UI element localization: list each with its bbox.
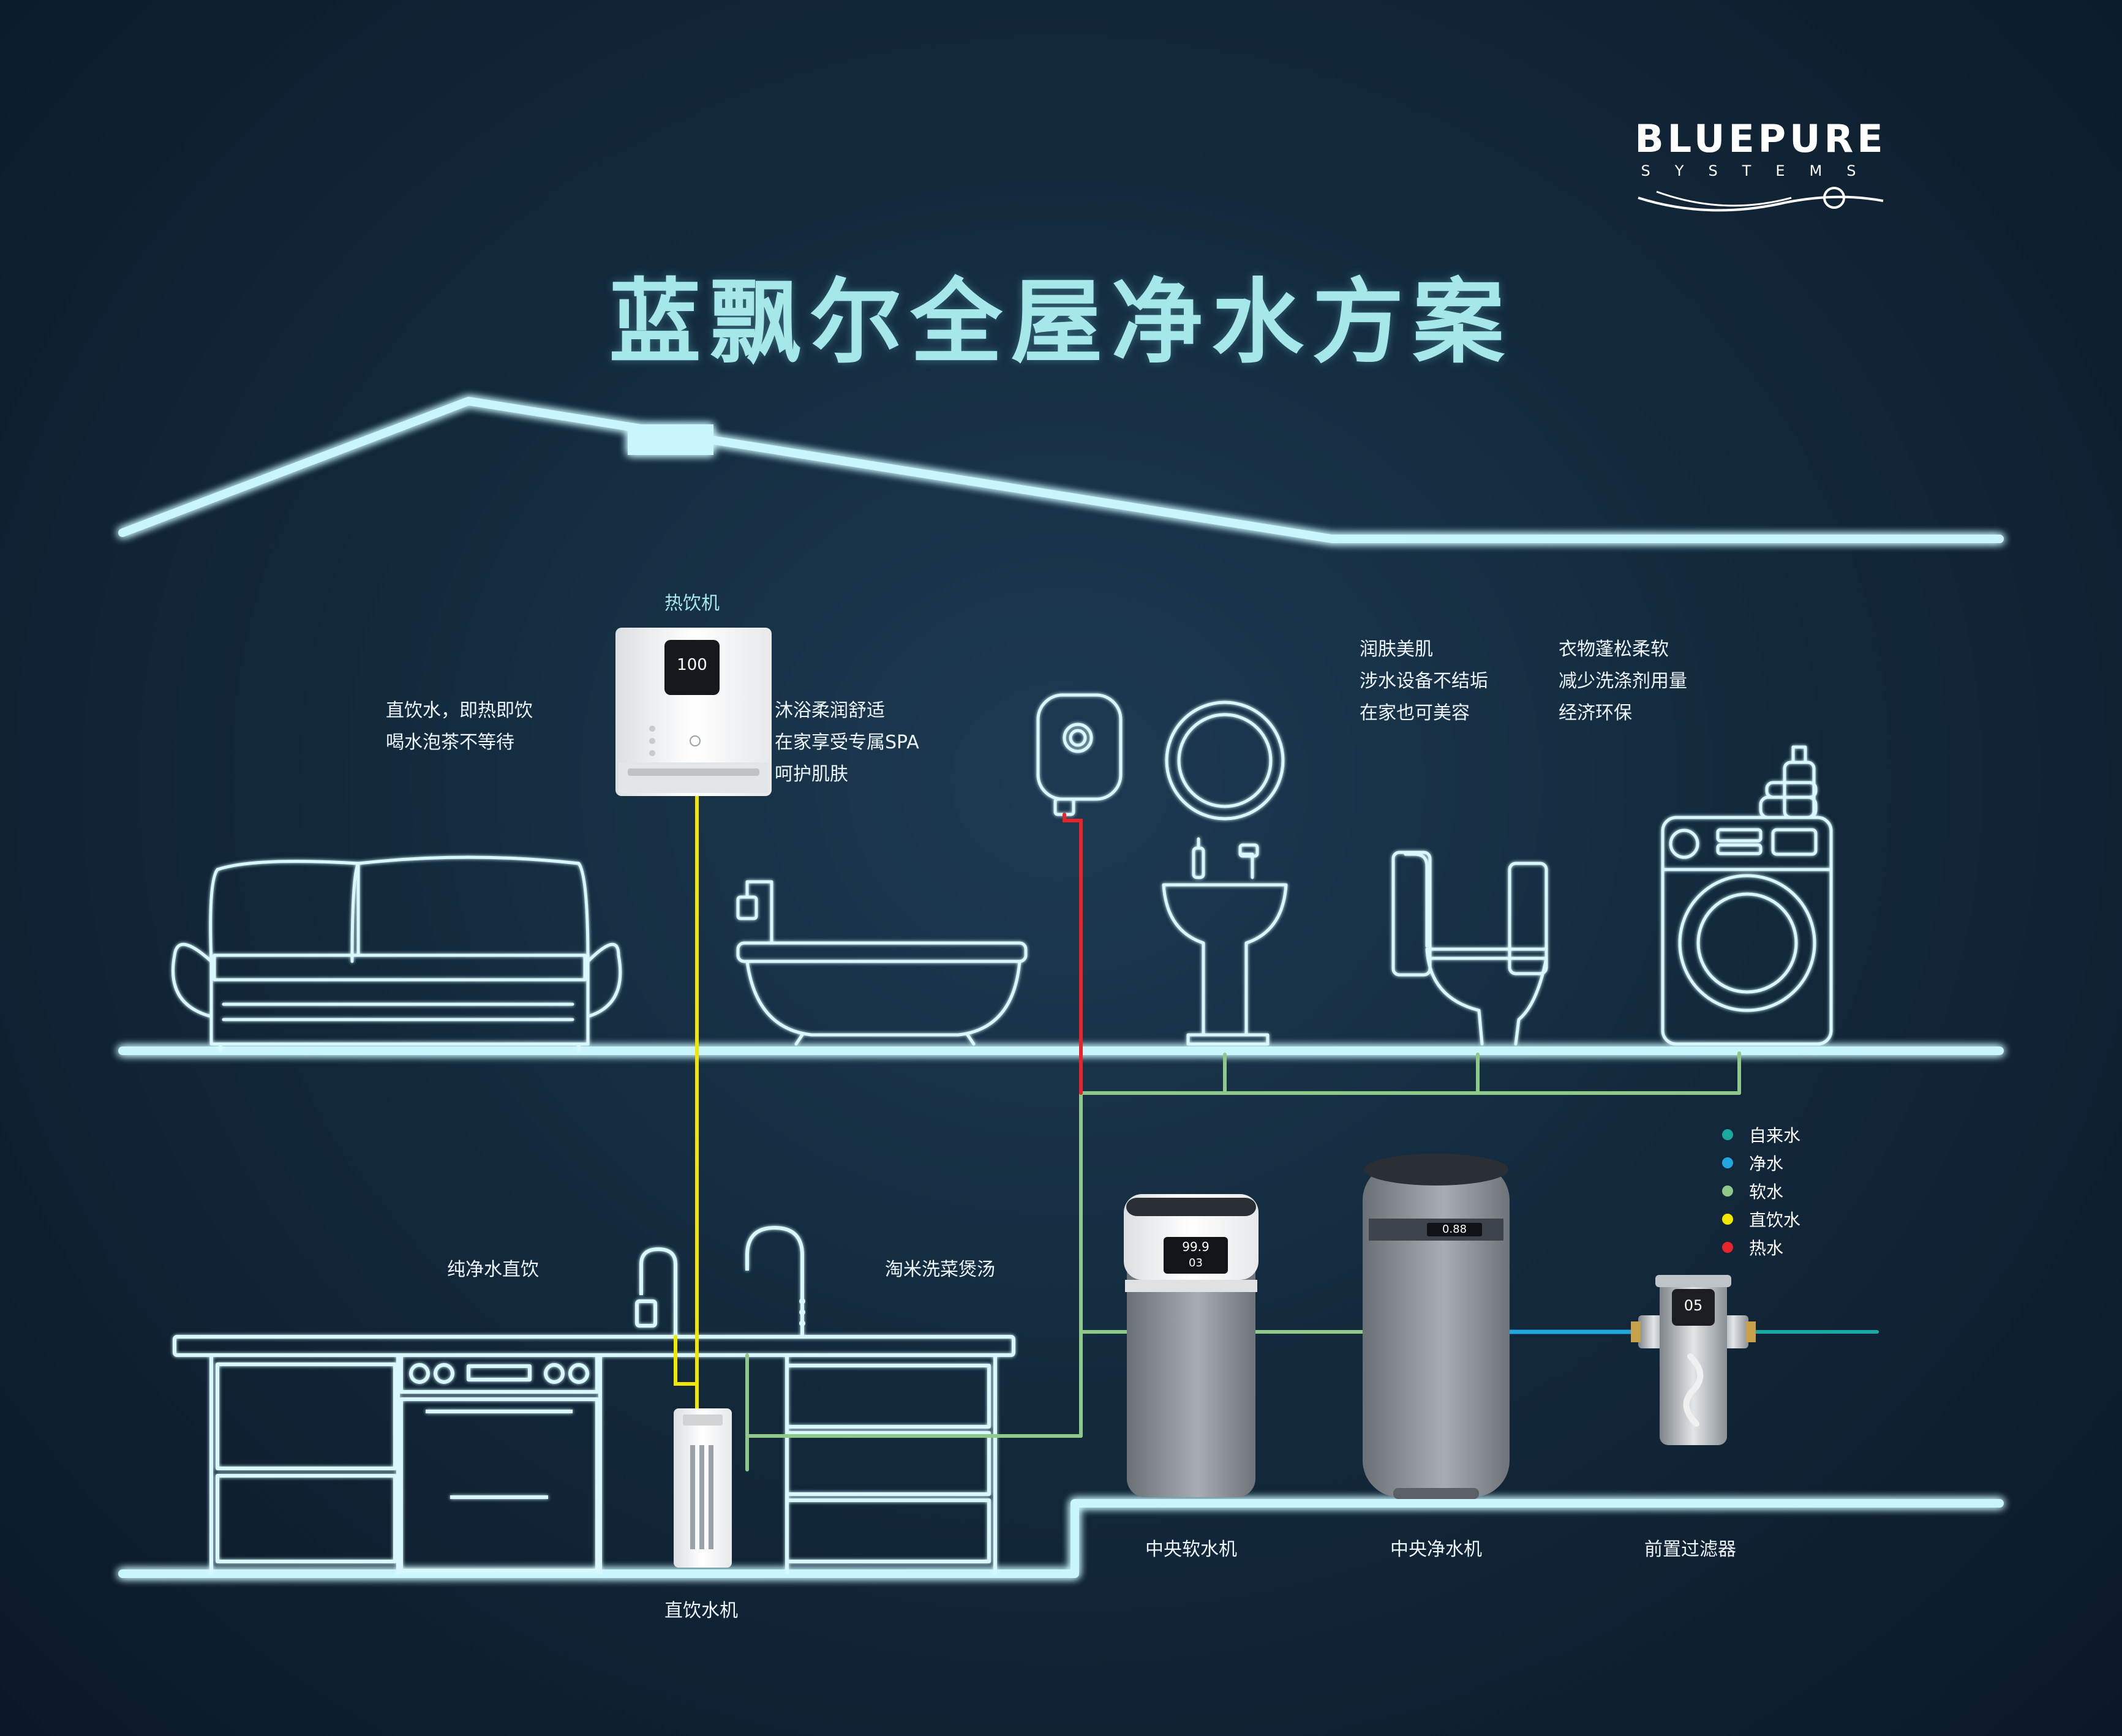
toilet-icon: [1391, 851, 1548, 1046]
legend-label: 软水: [1748, 1182, 1783, 1202]
feature-bath: 沐浴柔润舒适 在家享受专属SPA 呵护肌肤: [775, 695, 958, 791]
page-title: 蓝飘尔全屋净水方案: [609, 269, 1513, 376]
label-direct-drink-machine: 直饮水机: [664, 1600, 738, 1621]
feature-laundry: 衣物蓬松柔软 减少洗涤剂用量 经济环保: [1559, 634, 1742, 729]
legend-item-soft-water: 软水: [1721, 1177, 1800, 1205]
legend-item-pure-water: 净水: [1721, 1149, 1800, 1177]
kitchen-cabinet-icon: [173, 1226, 1015, 1574]
bathtub-icon: [736, 880, 1028, 1046]
central-purifier-product: [1363, 1154, 1510, 1499]
bluepure-logo: BLUEPURE SYSTEMS: [1632, 116, 1889, 225]
legend-dot: [1721, 1157, 1733, 1168]
logo-sub-text: SYSTEMS: [1641, 162, 1881, 179]
legend-item-direct-water: 直饮水: [1721, 1205, 1800, 1233]
direct-water-pipe: [674, 794, 699, 1416]
feature-toilet-line-1: 润肤美肌: [1360, 639, 1433, 660]
faucet-left-icon: [745, 1226, 804, 1337]
hot-drink-display: 100: [677, 656, 707, 674]
washbasin-icon: [1162, 701, 1288, 1046]
legend-dot: [1721, 1186, 1733, 1197]
feature-toilet: 润肤美肌 涉水设备不结垢 在家也可美容: [1360, 634, 1543, 729]
feature-bath-line-2: 在家享受专属SPA: [775, 732, 919, 753]
central-softener-product: [1124, 1194, 1259, 1497]
feature-toilet-line-2: 涉水设备不结垢: [1360, 671, 1488, 692]
legend-label: 热水: [1748, 1238, 1783, 1258]
feature-kitchen-right: 淘米洗菜煲汤: [885, 1259, 995, 1280]
feature-bath-line-3: 呵护肌肤: [775, 764, 848, 785]
washing-machine-icon: [1661, 745, 1833, 1046]
sofa-icon: [171, 855, 622, 1052]
logo-brand-text: BLUEPURE: [1635, 116, 1887, 161]
feature-laundry-line-3: 经济环保: [1559, 702, 1632, 724]
legend-dot: [1721, 1129, 1733, 1140]
legend-item-hot-water: 热水: [1721, 1233, 1800, 1261]
label-hot-drink-machine: 热饮机: [664, 593, 720, 614]
logo-wave-icon: [1638, 187, 1884, 212]
softener-display-primary: 99.9: [1182, 1239, 1210, 1254]
feature-hot-drink-line-1: 直饮水，即热即饮: [386, 700, 533, 721]
legend-label: 自来水: [1748, 1125, 1800, 1146]
direct-drinking-machine-product: [674, 1408, 732, 1568]
prefilter-display: 05: [1684, 1297, 1703, 1314]
legend-dot: [1721, 1214, 1733, 1225]
feature-toilet-line-3: 在家也可美容: [1360, 702, 1470, 724]
legend-label: 直饮水: [1748, 1210, 1800, 1230]
legend-dot: [1721, 1242, 1733, 1253]
pre-filter-product: [1631, 1275, 1756, 1445]
legend-item-tap-water: 自来水: [1721, 1121, 1800, 1149]
feature-laundry-line-1: 衣物蓬松柔软: [1559, 639, 1669, 660]
feature-kitchen-left: 纯净水直饮: [447, 1259, 539, 1280]
legend: 自来水 净水 软水 直饮水 热水: [1721, 1121, 1800, 1261]
softener-display-secondary: 03: [1189, 1257, 1203, 1269]
legend-label: 净水: [1748, 1154, 1783, 1174]
purifier-display: 0.88: [1442, 1223, 1467, 1236]
feature-bath-line-1: 沐浴柔润舒适: [775, 700, 885, 721]
hot-drink-machine-product: [615, 628, 772, 796]
feature-hot-drink: 直饮水，即热即饮 喝水泡茶不等待: [386, 695, 570, 759]
label-pre-filter: 前置过滤器: [1644, 1539, 1736, 1560]
feature-hot-drink-line-2: 喝水泡茶不等待: [386, 732, 514, 753]
faucet-right-icon: [639, 1247, 677, 1337]
feature-laundry-line-2: 减少洗涤剂用量: [1559, 671, 1687, 692]
water-heater-icon: [1036, 693, 1123, 816]
hot-water-pipe: [1063, 813, 1083, 1095]
label-central-purifier: 中央净水机: [1390, 1539, 1482, 1560]
label-central-softener: 中央软水机: [1145, 1539, 1237, 1560]
